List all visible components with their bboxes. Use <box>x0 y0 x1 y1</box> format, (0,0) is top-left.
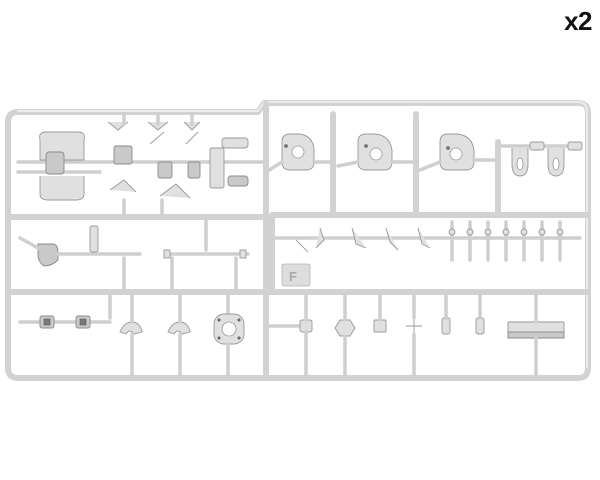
part-group-bottom-left <box>18 292 191 378</box>
pin-stalks <box>448 220 564 262</box>
t-part-3 <box>183 121 201 179</box>
part-group-bottom-right <box>268 292 565 378</box>
sprue-inner-rails <box>5 101 591 381</box>
pin-parts-row: F <box>274 227 582 287</box>
bracket-part-1 <box>264 133 332 174</box>
part-group-top-left <box>16 112 264 216</box>
sprue-letter-f: F <box>289 269 297 284</box>
part-group-middle-left <box>18 217 250 292</box>
t-part-2 <box>147 121 191 199</box>
handle-parts <box>496 141 583 177</box>
sprue-outer-frame <box>5 100 591 381</box>
quantity-label: x2 <box>564 6 592 36</box>
t-part-1 <box>107 121 137 193</box>
bracket-part-3 <box>418 133 496 172</box>
rod-part <box>209 137 249 189</box>
bracket-part-2 <box>336 133 414 171</box>
hatch-part <box>213 292 245 378</box>
